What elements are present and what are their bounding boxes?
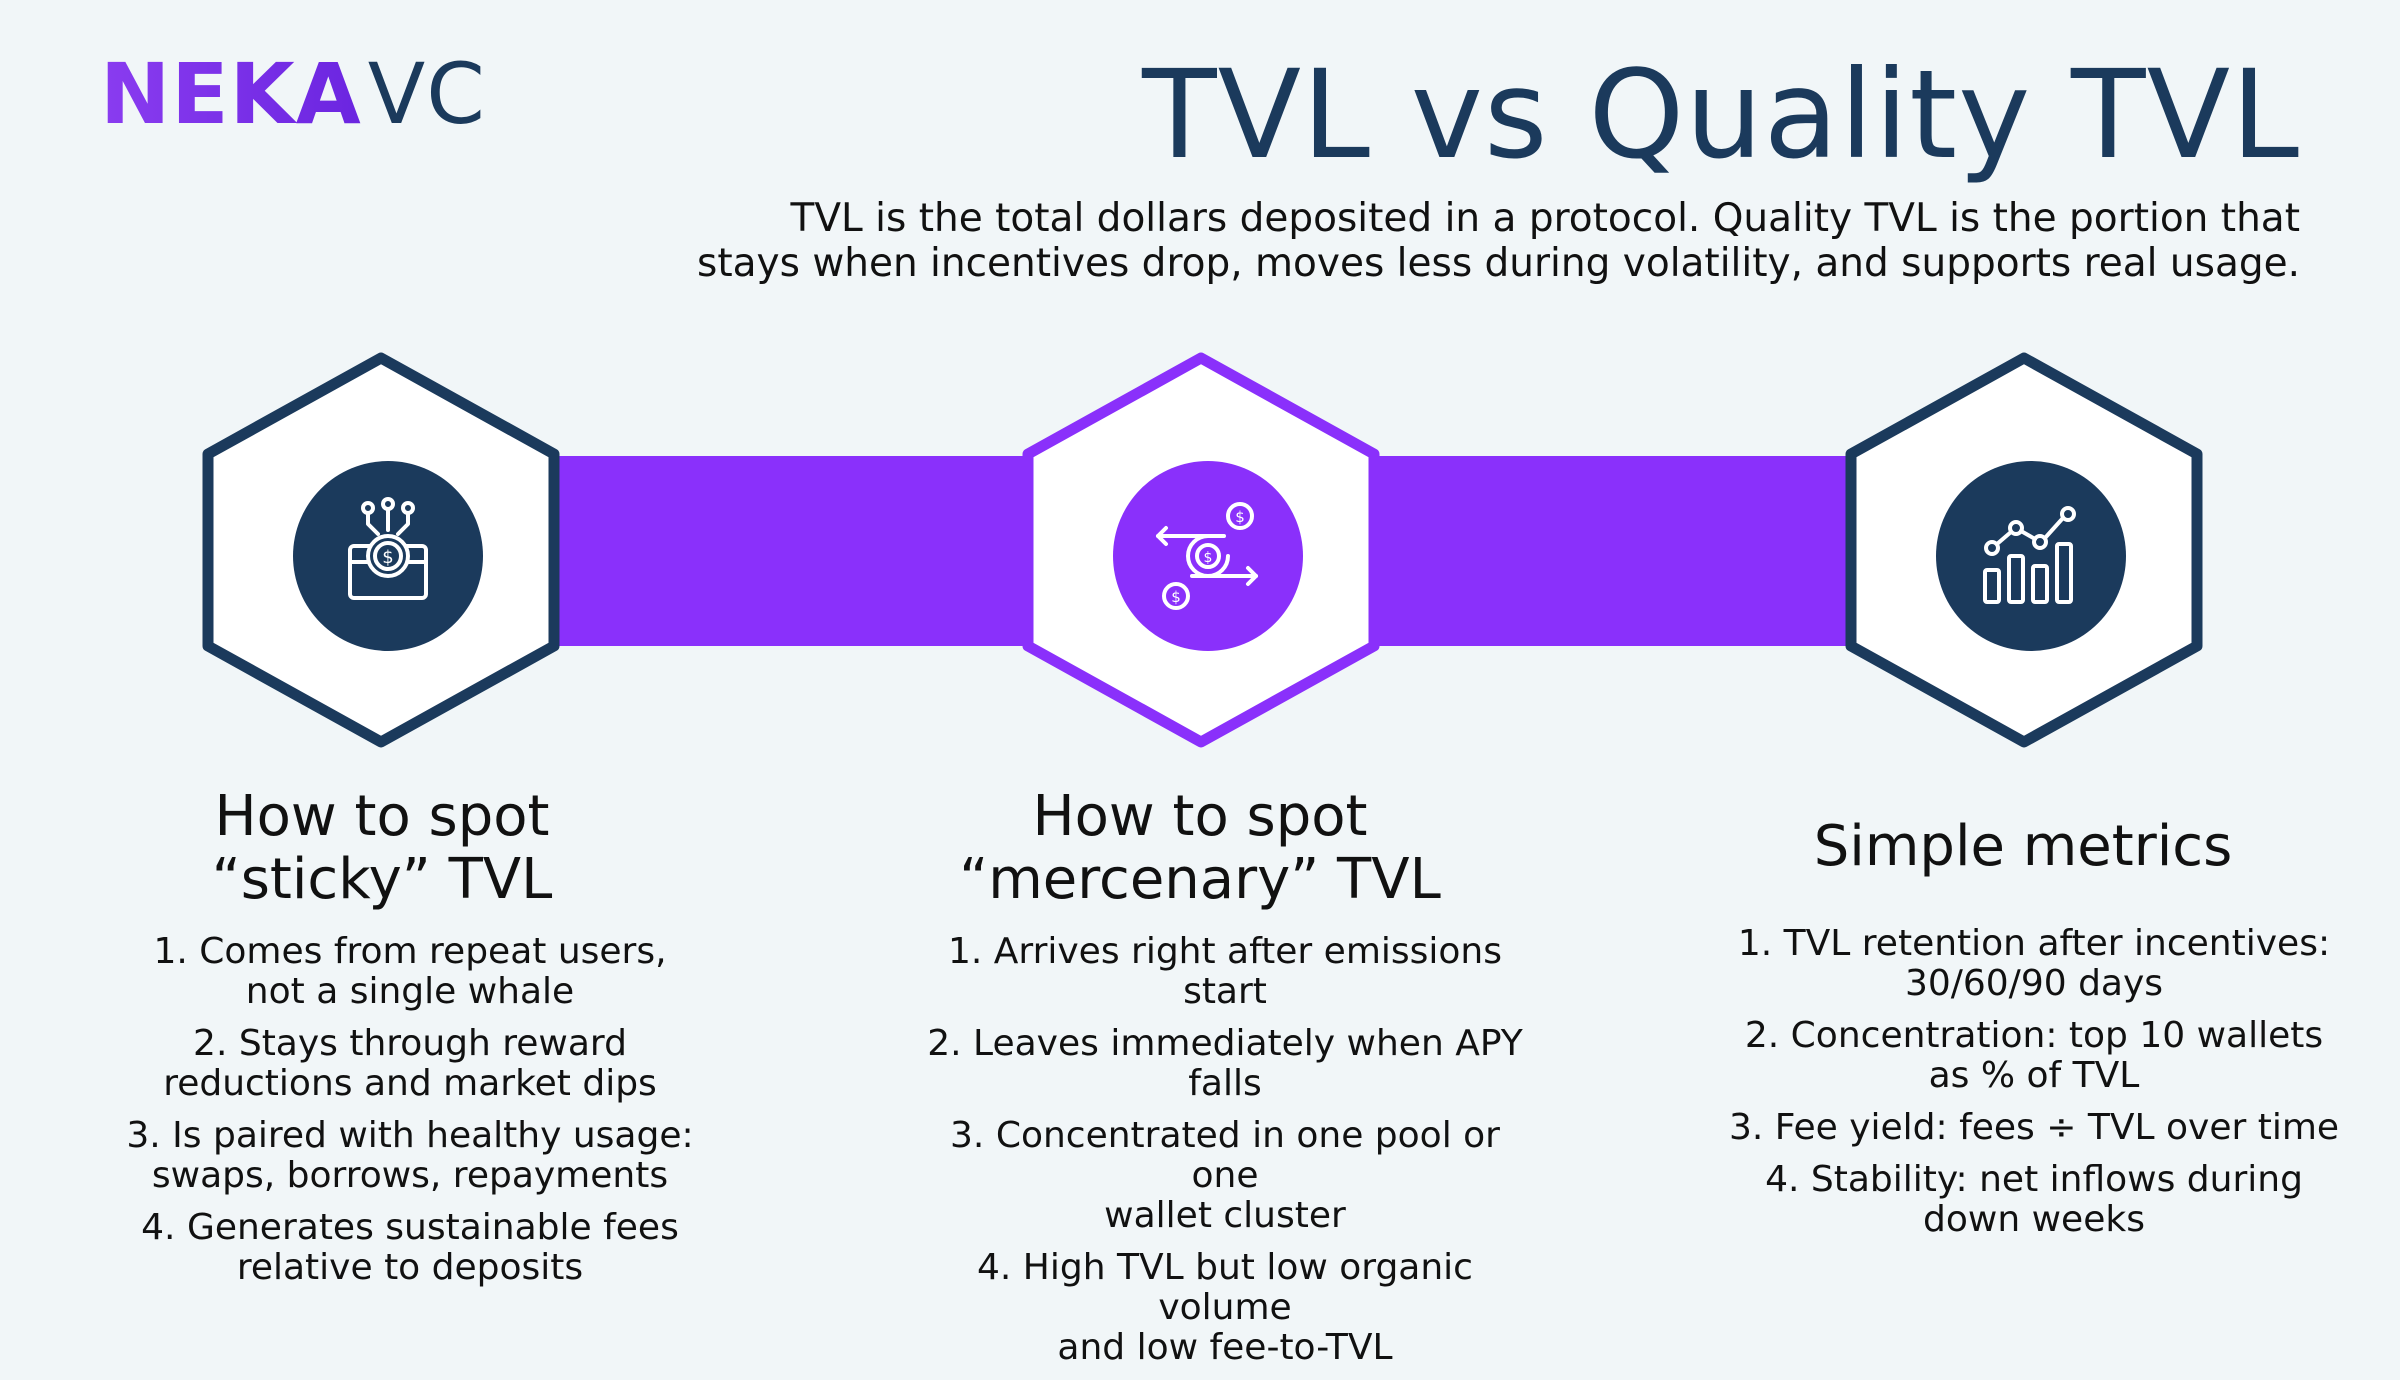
list-item-text: 30/60/90 days <box>1904 963 2164 1004</box>
list-item: 1. TVL retention after incentives:30/60/… <box>1724 924 2344 1004</box>
svg-text:$: $ <box>1171 588 1181 606</box>
list-item: 2. Leaves immediately when APY falls <box>915 1024 1535 1104</box>
column-title-line-2: “mercenary” TVL <box>959 847 1441 912</box>
page-title: TVL vs Quality TVL <box>1142 44 2300 186</box>
column-title-metrics: Simple metrics <box>1723 815 2323 878</box>
list-item-text: as % of TVL <box>1928 1055 2140 1096</box>
svg-text:$: $ <box>382 547 393 568</box>
list-item-text: 3. Is paired with healthy usage: <box>126 1115 694 1156</box>
page-subtitle: TVL is the total dollars deposited in a … <box>600 196 2300 286</box>
wallet-coin-icon: $ <box>348 497 428 600</box>
column-title-line-1: How to spot <box>1032 784 1368 849</box>
list-item-text: not a single whale <box>245 971 575 1012</box>
list-item-text: 4. Stability: net inflows during <box>1765 1159 2303 1200</box>
hexagon-metrics <box>1843 350 2205 750</box>
metrics-list: 1. TVL retention after incentives:30/60/… <box>1724 924 2344 1252</box>
list-item: 1. Comes from repeat users,not a single … <box>100 932 720 1012</box>
list-item-text: 1. TVL retention after incentives: <box>1737 923 2331 964</box>
list-item: 3. Fee yield: fees ÷ TVL over time <box>1724 1108 2344 1148</box>
list-item-text: wallet cluster <box>1104 1195 1346 1236</box>
coin-swap-icon: $ $ $ <box>1156 502 1258 610</box>
list-item-text: 3. Concentrated in one pool or one <box>950 1115 1500 1196</box>
list-item-text: 4. High TVL but low organic volume <box>977 1247 1473 1328</box>
column-title-mercenary: How to spot “mercenary” TVL <box>900 785 1500 911</box>
column-title-sticky: How to spot “sticky” TVL <box>82 785 682 911</box>
column-title-line-1: Simple metrics <box>1813 814 2233 879</box>
column-title-line-2: “sticky” TVL <box>211 847 553 912</box>
icon-circle <box>1936 461 2126 651</box>
sticky-list: 1. Comes from repeat users,not a single … <box>100 932 720 1300</box>
svg-text:$: $ <box>1204 550 1213 566</box>
logo-light-text: VC <box>367 45 486 143</box>
icon-circle: $ $ $ <box>1113 461 1303 651</box>
list-item-text: 4. Generates sustainable fees <box>141 1207 679 1248</box>
logo-bold-text: NEKA <box>100 45 362 143</box>
list-item-text: 2. Leaves immediately when APY falls <box>927 1023 1523 1104</box>
list-item: 1. Arrives right after emissions start <box>915 932 1535 1012</box>
svg-text:$: $ <box>1235 508 1245 526</box>
list-item-text: down weeks <box>1923 1199 2145 1240</box>
hexagon-mercenary: $ $ $ <box>1020 350 1382 750</box>
mercenary-list: 1. Arrives right after emissions start 2… <box>915 932 1535 1380</box>
list-item: 3. Is paired with healthy usage:swaps, b… <box>100 1116 720 1196</box>
column-title-line-1: How to spot <box>214 784 550 849</box>
bar-chart-icon <box>1983 506 2076 604</box>
brand-logo: NEKAVC <box>100 52 486 136</box>
subtitle-line-2: stays when incentives drop, moves less d… <box>697 241 2300 286</box>
list-item-text: 1. Arrives right after emissions start <box>947 931 1502 1012</box>
list-item-text: 3. Fee yield: fees ÷ TVL over time <box>1728 1107 2340 1148</box>
list-item-text: reductions and market dips <box>163 1063 657 1104</box>
hexagon-sticky: $ <box>200 350 562 750</box>
list-item-text: 2. Stays through reward <box>193 1023 627 1064</box>
icon-circle: $ <box>293 461 483 651</box>
subtitle-line-1: TVL is the total dollars deposited in a … <box>790 196 2300 241</box>
list-item-text: 2. Concentration: top 10 wallets <box>1744 1015 2324 1056</box>
list-item-text: swaps, borrows, repayments <box>151 1155 669 1196</box>
list-item-text: relative to deposits <box>236 1247 584 1288</box>
list-item-text: and low fee-to-TVL <box>1057 1327 1393 1368</box>
list-item-text: 1. Comes from repeat users, <box>153 931 667 972</box>
